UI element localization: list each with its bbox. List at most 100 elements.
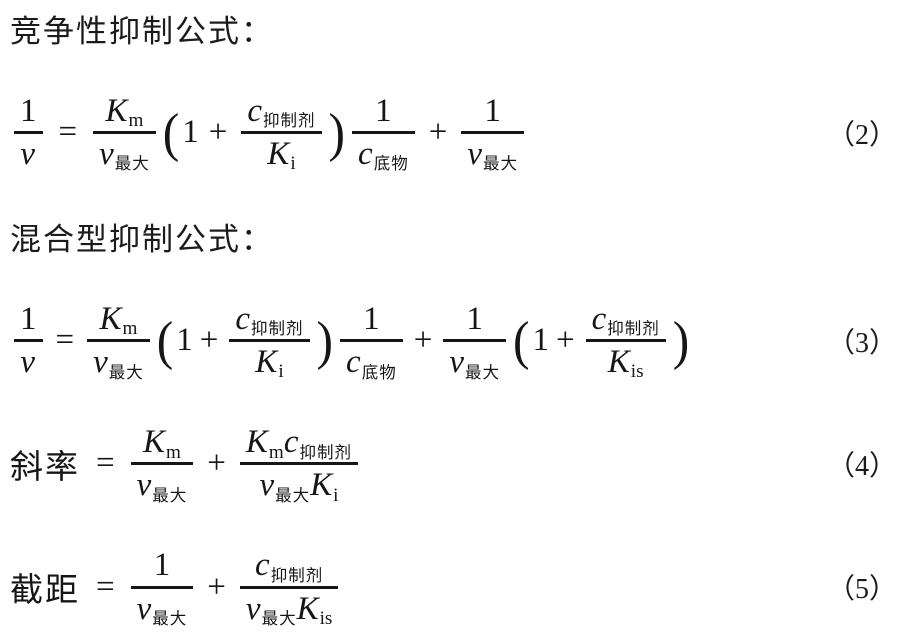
sym-one: 1 — [532, 322, 549, 359]
left-paren: ( — [156, 310, 174, 371]
sub-max: 最大 — [482, 154, 518, 174]
numerator: c抑制剂 — [229, 299, 309, 339]
denominator: v最大Kis — [239, 585, 339, 630]
denominator: c底物 — [352, 131, 415, 174]
sub-inhibitor: 抑制剂 — [270, 565, 324, 585]
label-intercept: 截距 — [10, 573, 80, 610]
equals-sign: = — [96, 568, 115, 605]
denominator: v最大 — [443, 339, 506, 382]
sym-K: K — [99, 300, 122, 337]
sub-is: is — [319, 608, 333, 630]
sub-inhibitor: 抑制剂 — [299, 442, 352, 462]
sym-v: v — [93, 344, 108, 381]
equals-sign: = — [58, 114, 78, 151]
fraction-Km-over-vmax: Km v最大 — [130, 422, 194, 506]
plus-sign: + — [199, 322, 219, 359]
sym-v: v — [20, 344, 36, 381]
plus-sign: + — [413, 322, 433, 359]
denominator: v最大 — [130, 462, 194, 505]
sym-K: K — [105, 92, 128, 129]
denominator: v最大 — [87, 339, 150, 382]
sub-inhibitor: 抑制剂 — [607, 319, 660, 339]
sub-max: 最大 — [261, 609, 297, 629]
sym-c: c — [591, 300, 607, 337]
numerator: c抑制剂 — [586, 299, 666, 339]
fraction-one-over-vmax: 1 v最大 — [461, 91, 524, 175]
sym-c: c — [283, 424, 299, 461]
sym-K: K — [245, 424, 268, 461]
fraction-cinhibitor-over-Ki: c抑制剂 Ki — [241, 91, 322, 175]
sub-substrate: 底物 — [361, 362, 397, 382]
sym-c: c — [346, 344, 361, 381]
sym-c: c — [358, 136, 373, 173]
equation-number: （2） — [826, 119, 897, 151]
sub-max: 最大 — [275, 485, 311, 505]
equation-number: （4） — [826, 450, 897, 482]
sym-v: v — [20, 136, 36, 173]
denominator: v最大 — [130, 585, 194, 629]
right-paren: ) — [328, 102, 346, 162]
sym-K: K — [143, 424, 166, 461]
numerator: 1 — [20, 300, 37, 337]
sub-m: m — [128, 110, 144, 132]
sub-inhibitor: 抑制剂 — [263, 111, 316, 131]
plus-sign: + — [207, 445, 226, 482]
equation-3-row: 1 v = Km v最大 ( 1 + c抑制剂 Ki ) 1 c底物 + 1 — [10, 299, 901, 383]
fraction-one-over-csubstrate: 1 c底物 — [352, 91, 415, 175]
denominator: v最大Ki — [239, 462, 358, 506]
equation-5-row: 截距 = 1 v最大 + c抑制剂 v最大Kis （5） — [10, 545, 901, 629]
sub-i: i — [333, 484, 339, 506]
sub-max: 最大 — [152, 485, 188, 505]
sub-m: m — [268, 441, 284, 463]
numerator: 1 — [363, 300, 380, 337]
sym-K: K — [607, 344, 630, 381]
equation-4-row: 斜率 = Km v最大 + Kmc抑制剂 v最大Ki （4） — [10, 422, 901, 506]
equation-2-row: 1 v = Km v最大 ( 1 + c抑制剂 Ki ) 1 c底物 + 1 — [10, 91, 901, 175]
sym-v: v — [449, 344, 464, 381]
sub-inhibitor: 抑制剂 — [251, 319, 304, 339]
numerator: Kmc抑制剂 — [240, 422, 358, 462]
numerator: c抑制剂 — [240, 545, 338, 585]
denominator: v — [14, 339, 43, 382]
numerator: c抑制剂 — [241, 91, 321, 131]
fraction-cinhibitor-over-Kis: c抑制剂 Kis — [585, 299, 666, 383]
right-paren: ) — [316, 310, 334, 371]
fraction-one-over-v: 1 v — [14, 91, 43, 175]
numerator: 1 — [466, 300, 483, 337]
sym-K: K — [296, 590, 319, 627]
left-paren: ( — [512, 310, 530, 371]
sym-v: v — [245, 590, 261, 627]
denominator: Ki — [241, 131, 322, 175]
numerator: 1 — [484, 92, 501, 129]
sub-i: i — [290, 153, 296, 175]
numerator: Km — [87, 299, 150, 339]
equation-number: （5） — [826, 574, 897, 606]
right-paren: ) — [672, 310, 690, 371]
sym-K: K — [267, 136, 290, 173]
numerator: 1 — [375, 92, 392, 129]
numerator: 1 — [20, 92, 37, 129]
sub-max: 最大 — [464, 362, 500, 382]
sub-m: m — [166, 441, 181, 463]
sub-m: m — [122, 318, 138, 340]
equals-sign: = — [55, 322, 75, 359]
denominator: c底物 — [340, 339, 403, 382]
equation-3: 1 v = Km v最大 ( 1 + c抑制剂 Ki ) 1 c底物 + 1 — [10, 299, 827, 383]
denominator: v最大 — [93, 131, 156, 174]
sym-c: c — [255, 547, 270, 584]
fraction-one-over-csubstrate: 1 c底物 — [340, 299, 403, 383]
sym-v: v — [467, 136, 482, 173]
sym-K: K — [255, 344, 278, 381]
label-slope: 斜率 — [10, 449, 80, 486]
sym-v: v — [259, 467, 275, 504]
plus-sign: + — [428, 114, 448, 151]
sub-substrate: 底物 — [373, 154, 409, 174]
denominator: Ki — [229, 339, 310, 382]
fraction-cinhibitor-over-Ki: c抑制剂 Ki — [229, 299, 310, 382]
equation-2: 1 v = Km v最大 ( 1 + c抑制剂 Ki ) 1 c底物 + 1 — [10, 91, 827, 175]
sub-is: is — [630, 361, 644, 383]
sym-v: v — [99, 136, 114, 173]
fraction-Kmcinhibitor-over-vmaxKi: Kmc抑制剂 v最大Ki — [239, 422, 358, 506]
denominator: v — [14, 131, 43, 174]
